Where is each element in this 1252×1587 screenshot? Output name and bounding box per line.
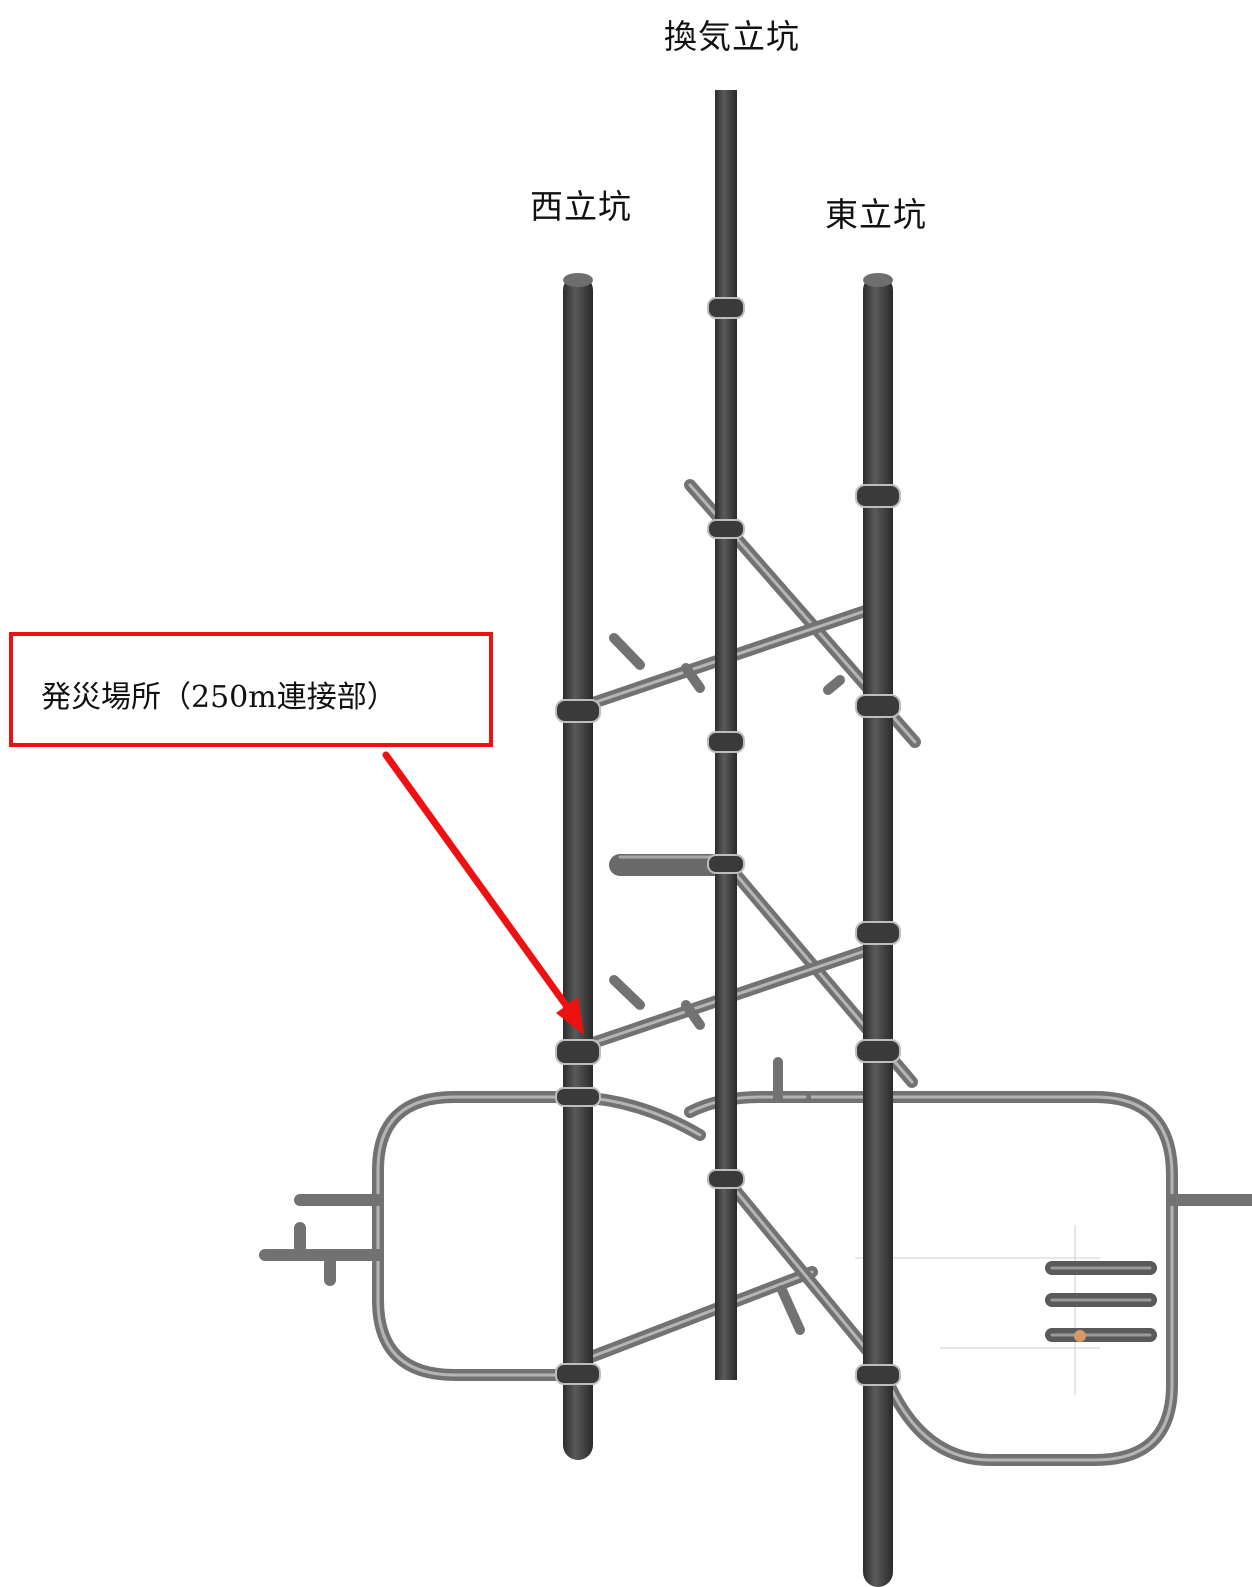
west-shaft: [563, 275, 593, 1460]
ventilation-shaft-label: 換気立坑: [664, 17, 800, 56]
east-shaft-label: 東立坑: [825, 195, 927, 234]
lower-tunnel-loop: [259, 1057, 1252, 1466]
arrow-head: [556, 997, 584, 1035]
west-loop-tunnel: [372, 1091, 584, 1381]
shaft-joints: [555, 297, 901, 1386]
incident-location-callout: 発災場所（250m連接部）: [9, 632, 493, 747]
incident-location-text: 発災場所（250m連接部）: [41, 680, 397, 715]
guide-lines: [855, 1225, 1100, 1395]
east-loop-pipes: [1045, 1261, 1157, 1342]
left-stub-tunnels: [259, 1194, 384, 1286]
callout-arrow: [382, 751, 584, 1035]
west-shaft-label: 西立坑: [530, 187, 632, 226]
east-loop-tunnel: [799, 1091, 1178, 1466]
